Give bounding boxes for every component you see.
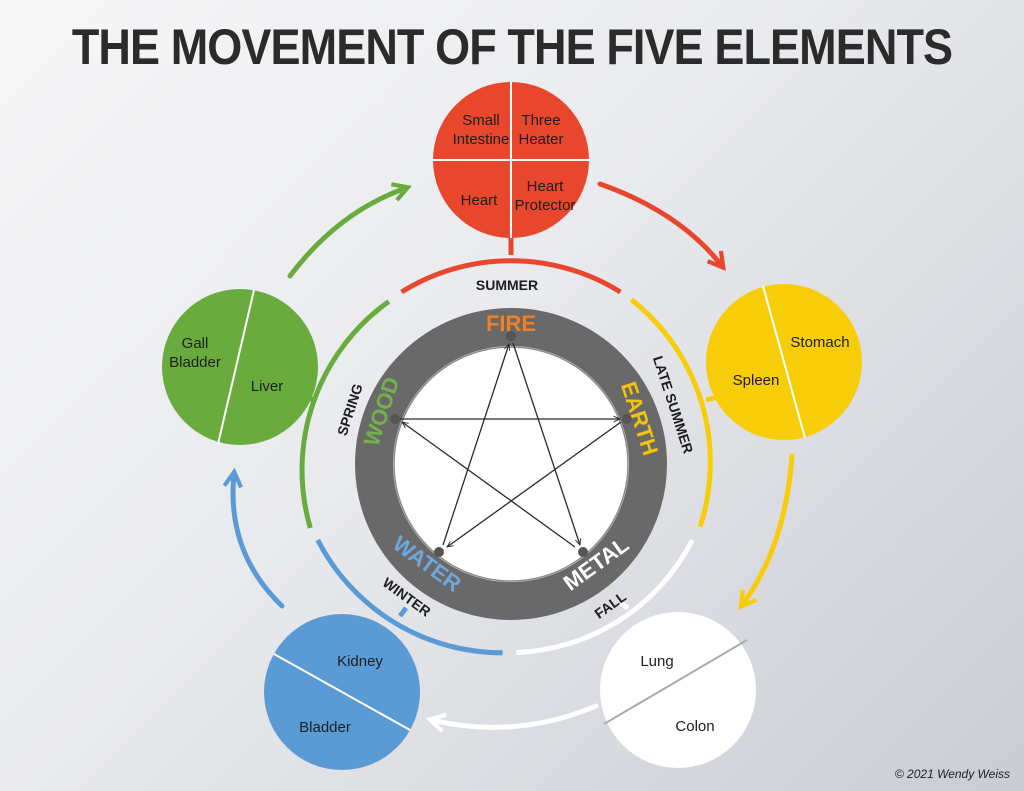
earth-divider	[762, 285, 806, 439]
liver-label: Liver	[251, 378, 284, 395]
heart-label: Heart	[461, 192, 499, 209]
heart-protector-line2: Protector	[515, 197, 576, 214]
small-intestine-line1: Small	[462, 112, 500, 129]
kidney-label: Kidney	[337, 653, 383, 670]
metal-node	[578, 547, 588, 557]
season-ring	[299, 236, 719, 656]
lung-label: Lung	[640, 653, 673, 670]
generation-cycle-arrows	[222, 181, 795, 733]
small-intestine-line2: Intestine	[453, 131, 510, 148]
wheel-ring	[355, 308, 667, 620]
fall-arc	[516, 538, 695, 656]
water-to-fire-line	[442, 344, 509, 546]
wood-to-fire-arrow	[287, 182, 412, 279]
metal-connector	[618, 600, 630, 611]
water-node	[434, 547, 444, 557]
fire-label: FIRE	[486, 311, 536, 336]
bladder-label: Bladder	[299, 719, 351, 736]
metal-circle-bg	[600, 612, 756, 768]
fire-to-earth-arrow	[597, 181, 726, 271]
water-to-wood-arrow	[222, 467, 285, 609]
summer-label: SUMMER	[476, 277, 538, 293]
water-organs-circle: Kidney Bladder	[264, 614, 420, 770]
earth-organs-circle: Stomach Spleen	[706, 284, 862, 440]
summer-arc	[400, 258, 622, 295]
wood-circle-bg	[162, 289, 318, 445]
spleen-label: Spleen	[733, 372, 780, 389]
diagram-title: THE MOVEMENT OF THE FIVE ELEMENTS	[71, 19, 953, 75]
three-heater-line2: Heater	[518, 131, 563, 148]
water-divider	[273, 653, 411, 731]
metal-to-water-arrow	[425, 703, 599, 733]
wood-organs-circle: Gall Bladder Liver	[162, 289, 318, 445]
copyright-credit: © 2021 Wendy Weiss	[894, 767, 1010, 781]
wood-node	[390, 414, 400, 424]
control-cycle-star	[390, 331, 632, 557]
water-connector	[398, 606, 408, 618]
wheel-inner-edge	[393, 346, 629, 582]
spring-arc	[299, 299, 391, 529]
fire-node	[506, 331, 516, 341]
metal-divider	[603, 639, 748, 725]
metal-to-wood-line	[402, 422, 576, 548]
gall-bladder-line2: Bladder	[169, 354, 221, 371]
metal-organs-circle: Lung Colon	[600, 612, 756, 768]
wood-divider	[217, 289, 255, 445]
stomach-label: Stomach	[790, 334, 849, 351]
earth-to-water-line	[447, 421, 622, 547]
heart-protector-line1: Heart	[527, 178, 565, 195]
fire-organs-circle: Small Intestine Three Heater Heart Heart…	[433, 82, 589, 238]
three-heater-line1: Three	[521, 112, 560, 129]
earth-to-metal-arrow	[738, 453, 795, 611]
gall-bladder-line1: Gall	[182, 335, 209, 352]
late-summer-arc	[629, 297, 713, 528]
fire-to-metal-line	[512, 342, 580, 545]
earth-node	[622, 414, 632, 424]
element-wheel	[355, 308, 667, 620]
winter-arc	[315, 538, 503, 656]
colon-label: Colon	[675, 718, 714, 735]
